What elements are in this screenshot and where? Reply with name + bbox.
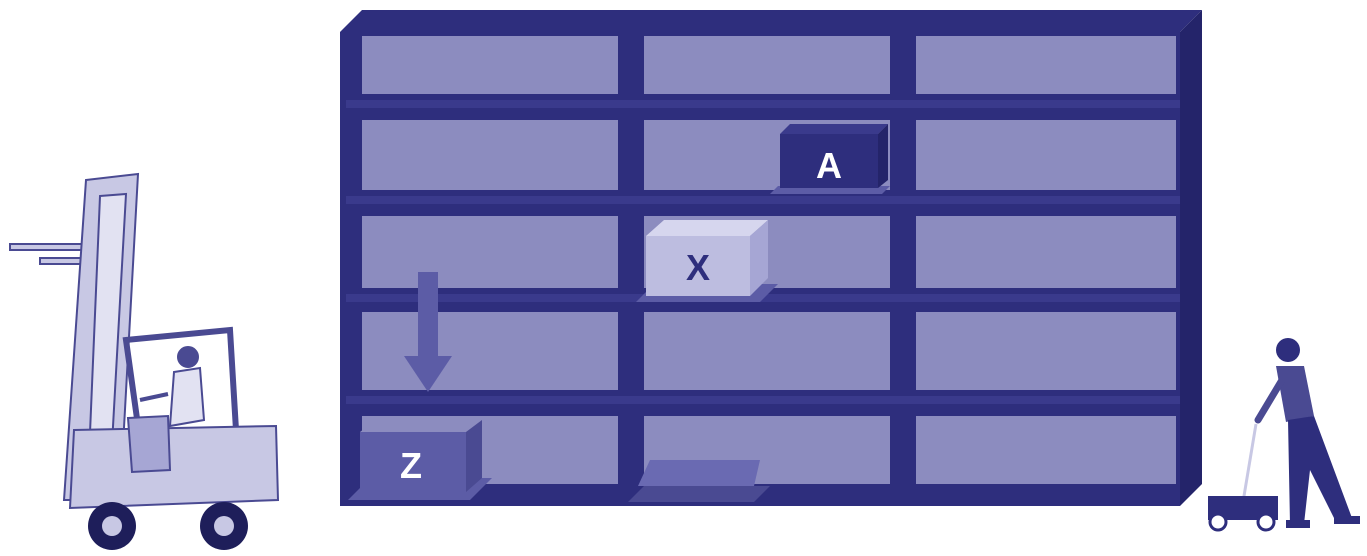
worker-body — [1276, 366, 1314, 422]
shelf-leg-left — [340, 484, 362, 506]
box-z-label: Z — [400, 445, 422, 486]
shelf-panels — [362, 36, 1176, 484]
box-a-front — [780, 134, 878, 188]
box-z-side — [466, 420, 482, 492]
forklift-illustration — [9, 172, 280, 550]
worker-with-cart-illustration — [1208, 338, 1360, 532]
shelf-side-face — [1180, 10, 1202, 506]
worker-legs — [1288, 416, 1352, 524]
box-x-front — [646, 236, 750, 296]
box-x: X — [636, 220, 778, 302]
box-x-label: X — [686, 247, 710, 288]
box-a-label: A — [816, 145, 842, 186]
forklift-body — [68, 424, 280, 510]
driver-head — [177, 346, 199, 368]
shelf-leg-mid2 — [892, 484, 916, 506]
box-z-top — [360, 420, 482, 432]
box-a-side — [878, 124, 888, 188]
box-z: Z — [348, 420, 492, 500]
shelf-top-face — [340, 10, 1202, 32]
box-z-front — [360, 432, 466, 492]
empty-pallet — [628, 460, 770, 502]
box-a-top — [780, 124, 888, 134]
box-a: A — [770, 124, 890, 194]
box-x-side — [750, 220, 768, 296]
worker-head — [1276, 338, 1300, 362]
box-x-top — [646, 220, 768, 236]
down-arrow-icon — [404, 272, 452, 392]
